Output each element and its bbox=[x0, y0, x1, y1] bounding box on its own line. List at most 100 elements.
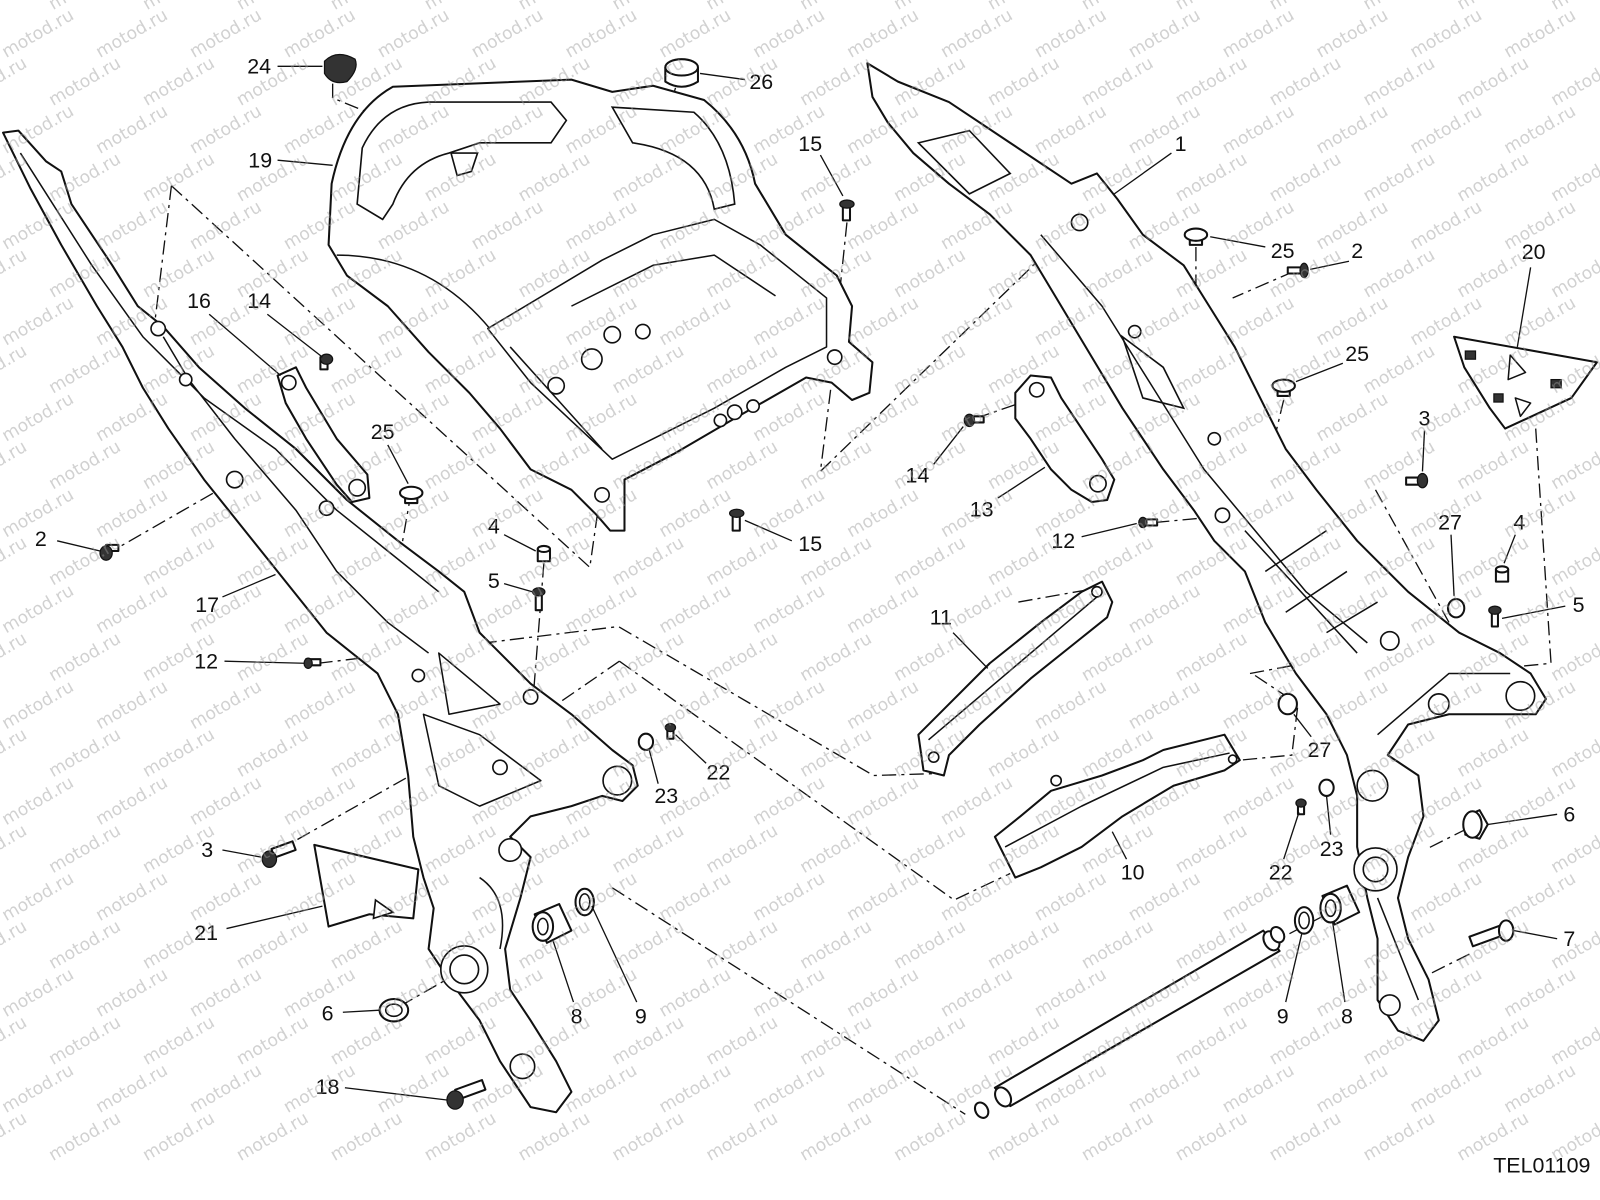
watermark-text: motod.ru bbox=[703, 533, 782, 590]
watermark-text: motod.ru bbox=[984, 725, 1063, 782]
watermark-text: motod.ru bbox=[139, 725, 218, 782]
callout-9-right: 9 bbox=[1277, 1004, 1289, 1028]
grommet-24-icon bbox=[323, 53, 357, 84]
watermark-text: motod.ru bbox=[844, 965, 923, 1022]
bolt-15-bottom-icon bbox=[728, 508, 745, 532]
watermark-text: motod.ru bbox=[1501, 1061, 1580, 1118]
watermark-text: motod.ru bbox=[92, 965, 171, 1022]
callout-12-left: 12 bbox=[194, 649, 218, 673]
washer-23-right-icon bbox=[1318, 778, 1335, 797]
watermark-text: motod.ru bbox=[1125, 5, 1204, 62]
watermark-text: motod.ru bbox=[0, 725, 31, 782]
watermark-text: motod.ru bbox=[0, 5, 77, 62]
stud-5-right-icon bbox=[1488, 605, 1502, 628]
watermark-text: motod.ru bbox=[1407, 1061, 1486, 1118]
watermark-text: motod.ru bbox=[327, 1108, 406, 1165]
watermark-text: motod.ru bbox=[1266, 149, 1345, 206]
bolt-22-right-icon bbox=[1295, 798, 1307, 816]
cap-25-right-top-icon bbox=[1183, 227, 1209, 246]
washer-27-bottom-icon bbox=[1277, 692, 1298, 716]
watermark-text: motod.ru bbox=[1266, 725, 1345, 782]
watermark-text: motod.ru bbox=[750, 581, 829, 638]
watermark-text: motod.ru bbox=[890, 917, 969, 974]
watermark-text: motod.ru bbox=[797, 917, 876, 974]
watermark-text: motod.ru bbox=[1125, 101, 1204, 158]
watermark-text: motod.ru bbox=[1360, 341, 1439, 398]
watermark-text: motod.ru bbox=[515, 533, 594, 590]
leader-lines bbox=[56, 65, 1566, 1101]
watermark-text: motod.ru bbox=[1078, 533, 1157, 590]
watermark-text: motod.ru bbox=[1313, 101, 1392, 158]
callout-6-left: 6 bbox=[322, 1001, 334, 1025]
watermark-text: motod.ru bbox=[421, 437, 500, 494]
watermark-text: motod.ru bbox=[703, 1108, 782, 1165]
watermark-text: motod.ru bbox=[327, 341, 406, 398]
watermark-text: motod.ru bbox=[186, 773, 265, 830]
watermark-text: motod.ru bbox=[233, 917, 312, 974]
bolt-2-left-icon bbox=[99, 543, 120, 561]
watermark-text: motod.ru bbox=[844, 5, 923, 62]
bolt-2-right-icon bbox=[1286, 262, 1309, 279]
watermark-text: motod.ru bbox=[609, 629, 688, 686]
watermark-text: motod.ru bbox=[609, 1108, 688, 1165]
callout-2-left: 2 bbox=[35, 527, 47, 551]
watermark-text: motod.ru bbox=[1125, 485, 1204, 542]
watermark-text: motod.ru bbox=[0, 533, 31, 590]
cap-6-right-icon bbox=[1462, 809, 1489, 840]
watermark-text: motod.ru bbox=[186, 197, 265, 254]
bolt-14-left-icon bbox=[319, 353, 334, 371]
watermark-text: motod.ru bbox=[0, 245, 31, 302]
watermark-text: motod.ru bbox=[984, 1108, 1063, 1165]
watermark-text: motod.ru bbox=[656, 677, 735, 734]
watermark-text: motod.ru bbox=[937, 485, 1016, 542]
watermark-text: motod.ru bbox=[46, 917, 125, 974]
watermark-text: motod.ru bbox=[0, 965, 77, 1022]
callout-10: 10 bbox=[1121, 861, 1145, 885]
watermark-text: motod.ru bbox=[844, 1061, 923, 1118]
watermark-text: motod.ru bbox=[1360, 1108, 1439, 1165]
callout-16: 16 bbox=[187, 289, 211, 313]
bolt-7-icon bbox=[1468, 919, 1515, 948]
callout-3-right: 3 bbox=[1419, 407, 1431, 431]
watermark-text: motod.ru bbox=[1454, 725, 1533, 782]
watermark-text: motod.ru bbox=[1266, 341, 1345, 398]
bracket-13 bbox=[1014, 374, 1116, 504]
watermark-text: motod.ru bbox=[280, 677, 359, 734]
watermark-text: motod.ru bbox=[93, 389, 172, 446]
watermark-text: motod.ru bbox=[93, 197, 172, 254]
watermark-text: motod.ru bbox=[1501, 869, 1580, 926]
watermark-text: motod.ru bbox=[890, 245, 969, 302]
watermark-text: motod.ru bbox=[92, 581, 171, 638]
watermark-text: motod.ru bbox=[1454, 437, 1533, 494]
frame-hole bbox=[178, 372, 193, 387]
watermark-text: motod.ru bbox=[0, 1061, 77, 1118]
cap-26-icon bbox=[664, 58, 699, 88]
watermark-text: motod.ru bbox=[656, 581, 735, 638]
callout-25-right-mid: 25 bbox=[1345, 342, 1369, 366]
watermark-text: motod.ru bbox=[750, 5, 829, 62]
watermark-text: motod.ru bbox=[844, 677, 923, 734]
watermark-text: motod.ru bbox=[327, 917, 406, 974]
watermark-text: motod.ru bbox=[890, 629, 969, 686]
frame-pivot-boss bbox=[498, 837, 523, 863]
watermark-text: motod.ru bbox=[233, 149, 312, 206]
watermark-text: motod.ru bbox=[0, 341, 31, 398]
frame-hole bbox=[522, 688, 539, 705]
callout-8-right: 8 bbox=[1341, 1004, 1353, 1028]
watermark-text: motod.ru bbox=[0, 581, 77, 638]
watermark-text: motod.ru bbox=[1172, 149, 1251, 206]
callout-26: 26 bbox=[749, 70, 773, 94]
watermark-text: motod.ru bbox=[844, 197, 923, 254]
plate-20 bbox=[1453, 335, 1598, 430]
tube-end-cap bbox=[1269, 925, 1286, 944]
watermark-text: motod.ru bbox=[93, 485, 172, 542]
callout-21: 21 bbox=[194, 921, 218, 945]
watermark-text: motod.ru bbox=[1266, 1108, 1345, 1165]
bushing-8-right-icon bbox=[1319, 884, 1361, 926]
watermark-text: motod.ru bbox=[1172, 629, 1251, 686]
callout-24: 24 bbox=[247, 54, 271, 78]
watermark-text: motod.ru bbox=[46, 53, 125, 110]
watermark-text: motod.ru bbox=[797, 53, 876, 110]
watermark-text: motod.ru bbox=[233, 245, 312, 302]
